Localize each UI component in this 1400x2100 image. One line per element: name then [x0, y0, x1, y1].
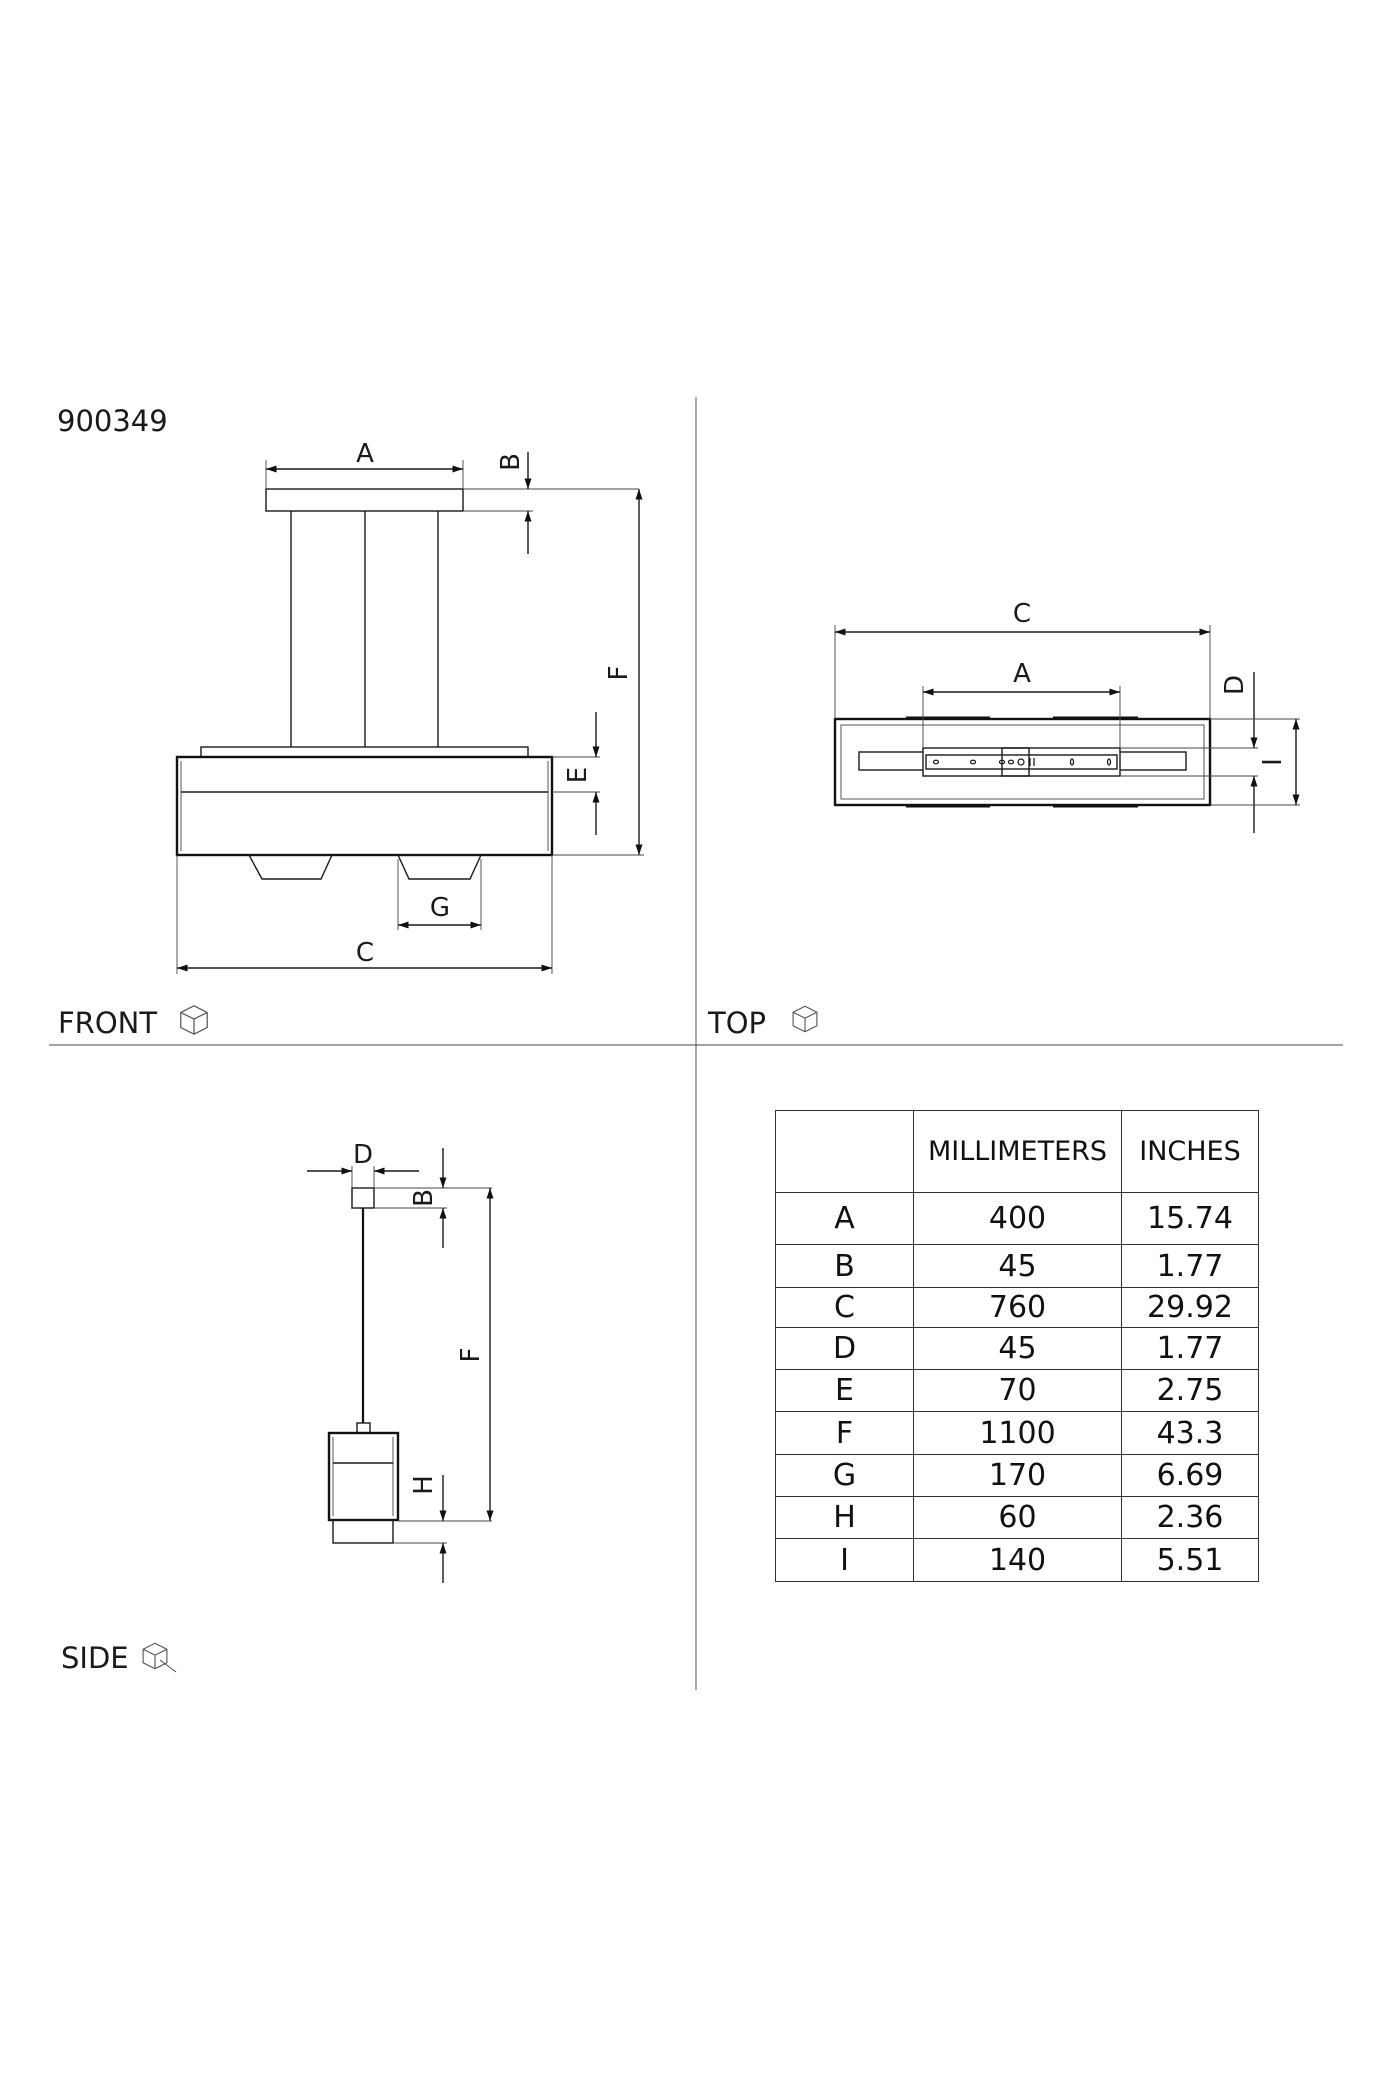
dimension-key: G — [775, 1454, 914, 1497]
value-mm: 60 — [913, 1496, 1122, 1539]
isometric-cube-icon — [142, 1642, 168, 1670]
value-inches: 29.92 — [1121, 1287, 1259, 1328]
shade-body — [327, 1431, 400, 1522]
isometric-cube-icon — [180, 1005, 208, 1035]
header-cell — [775, 1110, 914, 1193]
table-header-row: MILLIMETERS INCHES — [775, 1110, 1259, 1193]
value-inches: 5.51 — [1121, 1538, 1259, 1582]
view-label-top: TOP — [707, 1006, 766, 1040]
value-mm: 170 — [913, 1454, 1122, 1497]
dim-label-a: A — [1013, 659, 1031, 689]
dim-label-i: I — [1258, 758, 1288, 766]
value-mm: 140 — [913, 1538, 1122, 1582]
dimension-key: C — [775, 1287, 914, 1328]
lamp-head — [332, 1519, 394, 1544]
canopy — [265, 488, 464, 512]
dim-label-d: D — [353, 1140, 373, 1170]
dimension-key: H — [775, 1496, 914, 1539]
shade-body — [175, 755, 554, 857]
value-mm: 760 — [913, 1287, 1122, 1328]
dimension-key: D — [775, 1327, 914, 1370]
value-inches: 1.77 — [1121, 1244, 1259, 1288]
dim-label-d: D — [1220, 675, 1250, 695]
dimension-key: A — [775, 1192, 914, 1245]
front-view: A B F E G C FRONT — [58, 439, 644, 1040]
value-inches: 6.69 — [1121, 1454, 1259, 1497]
value-inches: 2.75 — [1121, 1369, 1259, 1412]
dim-label-b: B — [496, 453, 526, 471]
lamp-head — [396, 854, 483, 880]
isometric-cube-icon — [792, 1005, 818, 1033]
dimension-key: I — [775, 1538, 914, 1582]
value-mm: 70 — [913, 1369, 1122, 1412]
value-mm: 400 — [913, 1192, 1122, 1245]
value-mm: 45 — [913, 1244, 1122, 1288]
dim-label-b: B — [409, 1189, 439, 1207]
dim-label-h: H — [409, 1475, 439, 1495]
shade-outline — [833, 717, 1212, 807]
top-view: C A D I TOP — [707, 599, 1300, 1040]
value-inches: 1.77 — [1121, 1327, 1259, 1370]
value-mm: 45 — [913, 1327, 1122, 1370]
dim-label-g: G — [430, 893, 450, 923]
view-label-front: FRONT — [58, 1006, 157, 1040]
side-view: D B F H SIDE — [61, 1140, 494, 1675]
value-inches: 15.74 — [1121, 1192, 1259, 1245]
dim-label-a: A — [356, 439, 374, 469]
canopy-top — [922, 747, 1121, 777]
dim-label-f: F — [456, 1348, 486, 1363]
header-inches: INCHES — [1121, 1110, 1259, 1193]
dim-label-e: E — [563, 767, 593, 783]
product-code: 900349 — [57, 404, 168, 438]
dim-label-f: F — [604, 666, 634, 681]
dim-label-c: C — [1013, 599, 1031, 629]
dimension-key: E — [775, 1369, 914, 1412]
dim-label-c: C — [356, 938, 374, 968]
value-inches: 43.3 — [1121, 1411, 1259, 1455]
lamp-head — [247, 854, 334, 880]
top-plate — [200, 746, 529, 758]
value-mm: 1100 — [913, 1411, 1122, 1455]
value-inches: 2.36 — [1121, 1496, 1259, 1539]
canopy — [351, 1187, 375, 1209]
header-millimeters: MILLIMETERS — [913, 1110, 1122, 1193]
dimension-key: B — [775, 1244, 914, 1288]
view-label-side: SIDE — [61, 1641, 129, 1675]
dimension-key: F — [775, 1411, 914, 1455]
